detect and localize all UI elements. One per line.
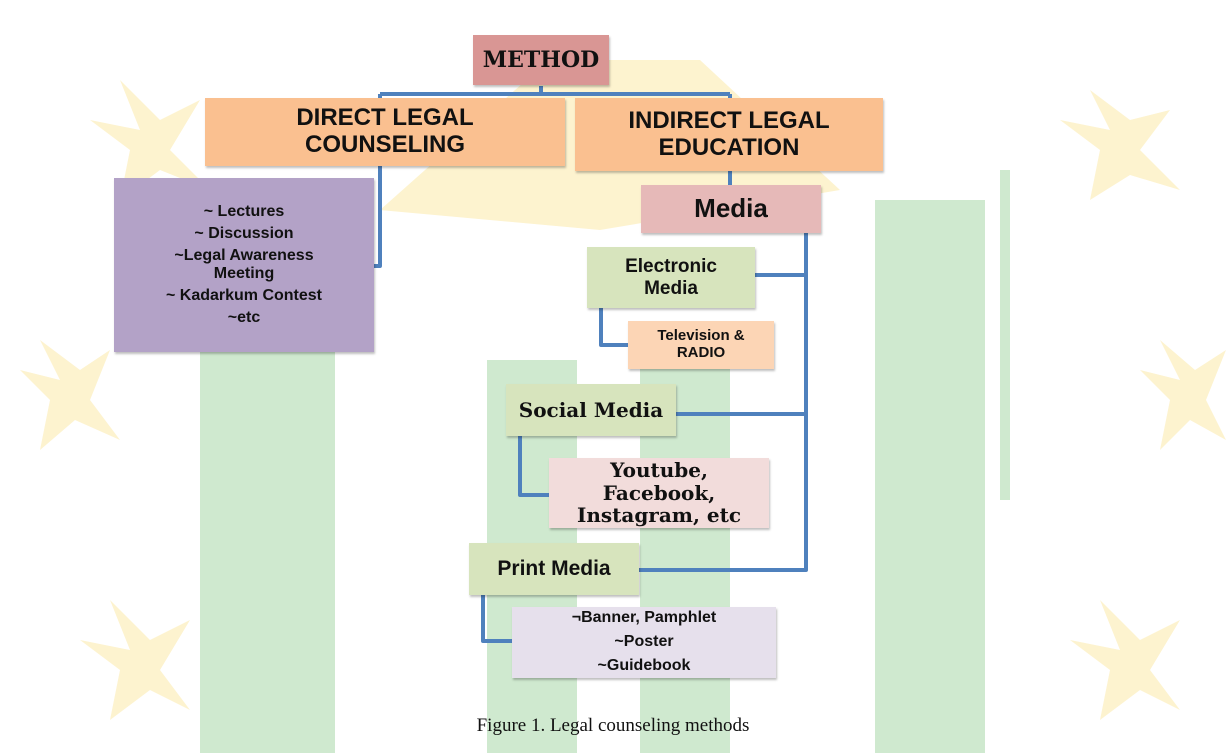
social-item: Instagram, etc [576,503,742,528]
indirect-label-line-1: INDIRECT LEGAL [628,106,830,134]
direct-item: ~ Discussion [194,225,294,243]
print-media-list: ¬Banner, Pamphlet ~Poster ~Guidebook [512,607,776,678]
direct-item: ~ Lectures [203,203,285,221]
social-media-box: Social Media [506,384,676,436]
direct-item: Meeting [213,265,275,282]
method-box: METHOD [473,35,609,85]
social-media-list: Youtube, Facebook, Instagram, etc [549,458,769,528]
print-item: ~Poster [614,632,674,650]
electronic-label-line-2: Media [644,277,698,299]
connector-line [481,595,512,643]
direct-item: ~ Kadarkum Contest [165,286,323,304]
direct-methods-list: ~ Lectures ~ Discussion ~Legal Awareness… [114,178,374,352]
print-label: Print Media [497,557,611,581]
social-item: Youtube, [610,458,708,483]
connector-line [639,233,808,572]
electronic-label-line-1: Electronic [625,256,717,278]
figure-caption: Figure 1. Legal counseling methods [476,715,750,736]
tv-label-line-2: RADIO [676,344,726,361]
media-label: Media [694,193,768,224]
indirect-label-line-2: EDUCATION [658,133,800,161]
tv-label-line-1: Television & [657,327,745,345]
television-radio-box: Television & RADIO [628,321,774,369]
direct-label-line-2: COUNSELING [304,131,465,158]
direct-item: ~Legal Awareness [174,247,314,265]
direct-legal-counseling-box: DIRECT LEGAL COUNSELING [205,98,565,166]
connector-line [518,436,549,497]
direct-item: ~etc [227,308,261,326]
indirect-legal-education-box: INDIRECT LEGAL EDUCATION [575,98,883,171]
print-item: ~Guidebook [597,656,691,674]
direct-label-line-1: DIRECT LEGAL [296,104,474,132]
print-item: ¬Banner, Pamphlet [571,609,717,626]
media-box: Media [641,185,821,233]
electronic-media-box: Electronic Media [587,247,755,308]
social-label: Social Media [518,397,664,422]
method-label: METHOD [482,46,600,73]
connector-line [374,166,382,268]
print-media-box: Print Media [469,543,639,595]
connector-line [599,308,628,347]
social-item: Facebook, [602,480,716,505]
